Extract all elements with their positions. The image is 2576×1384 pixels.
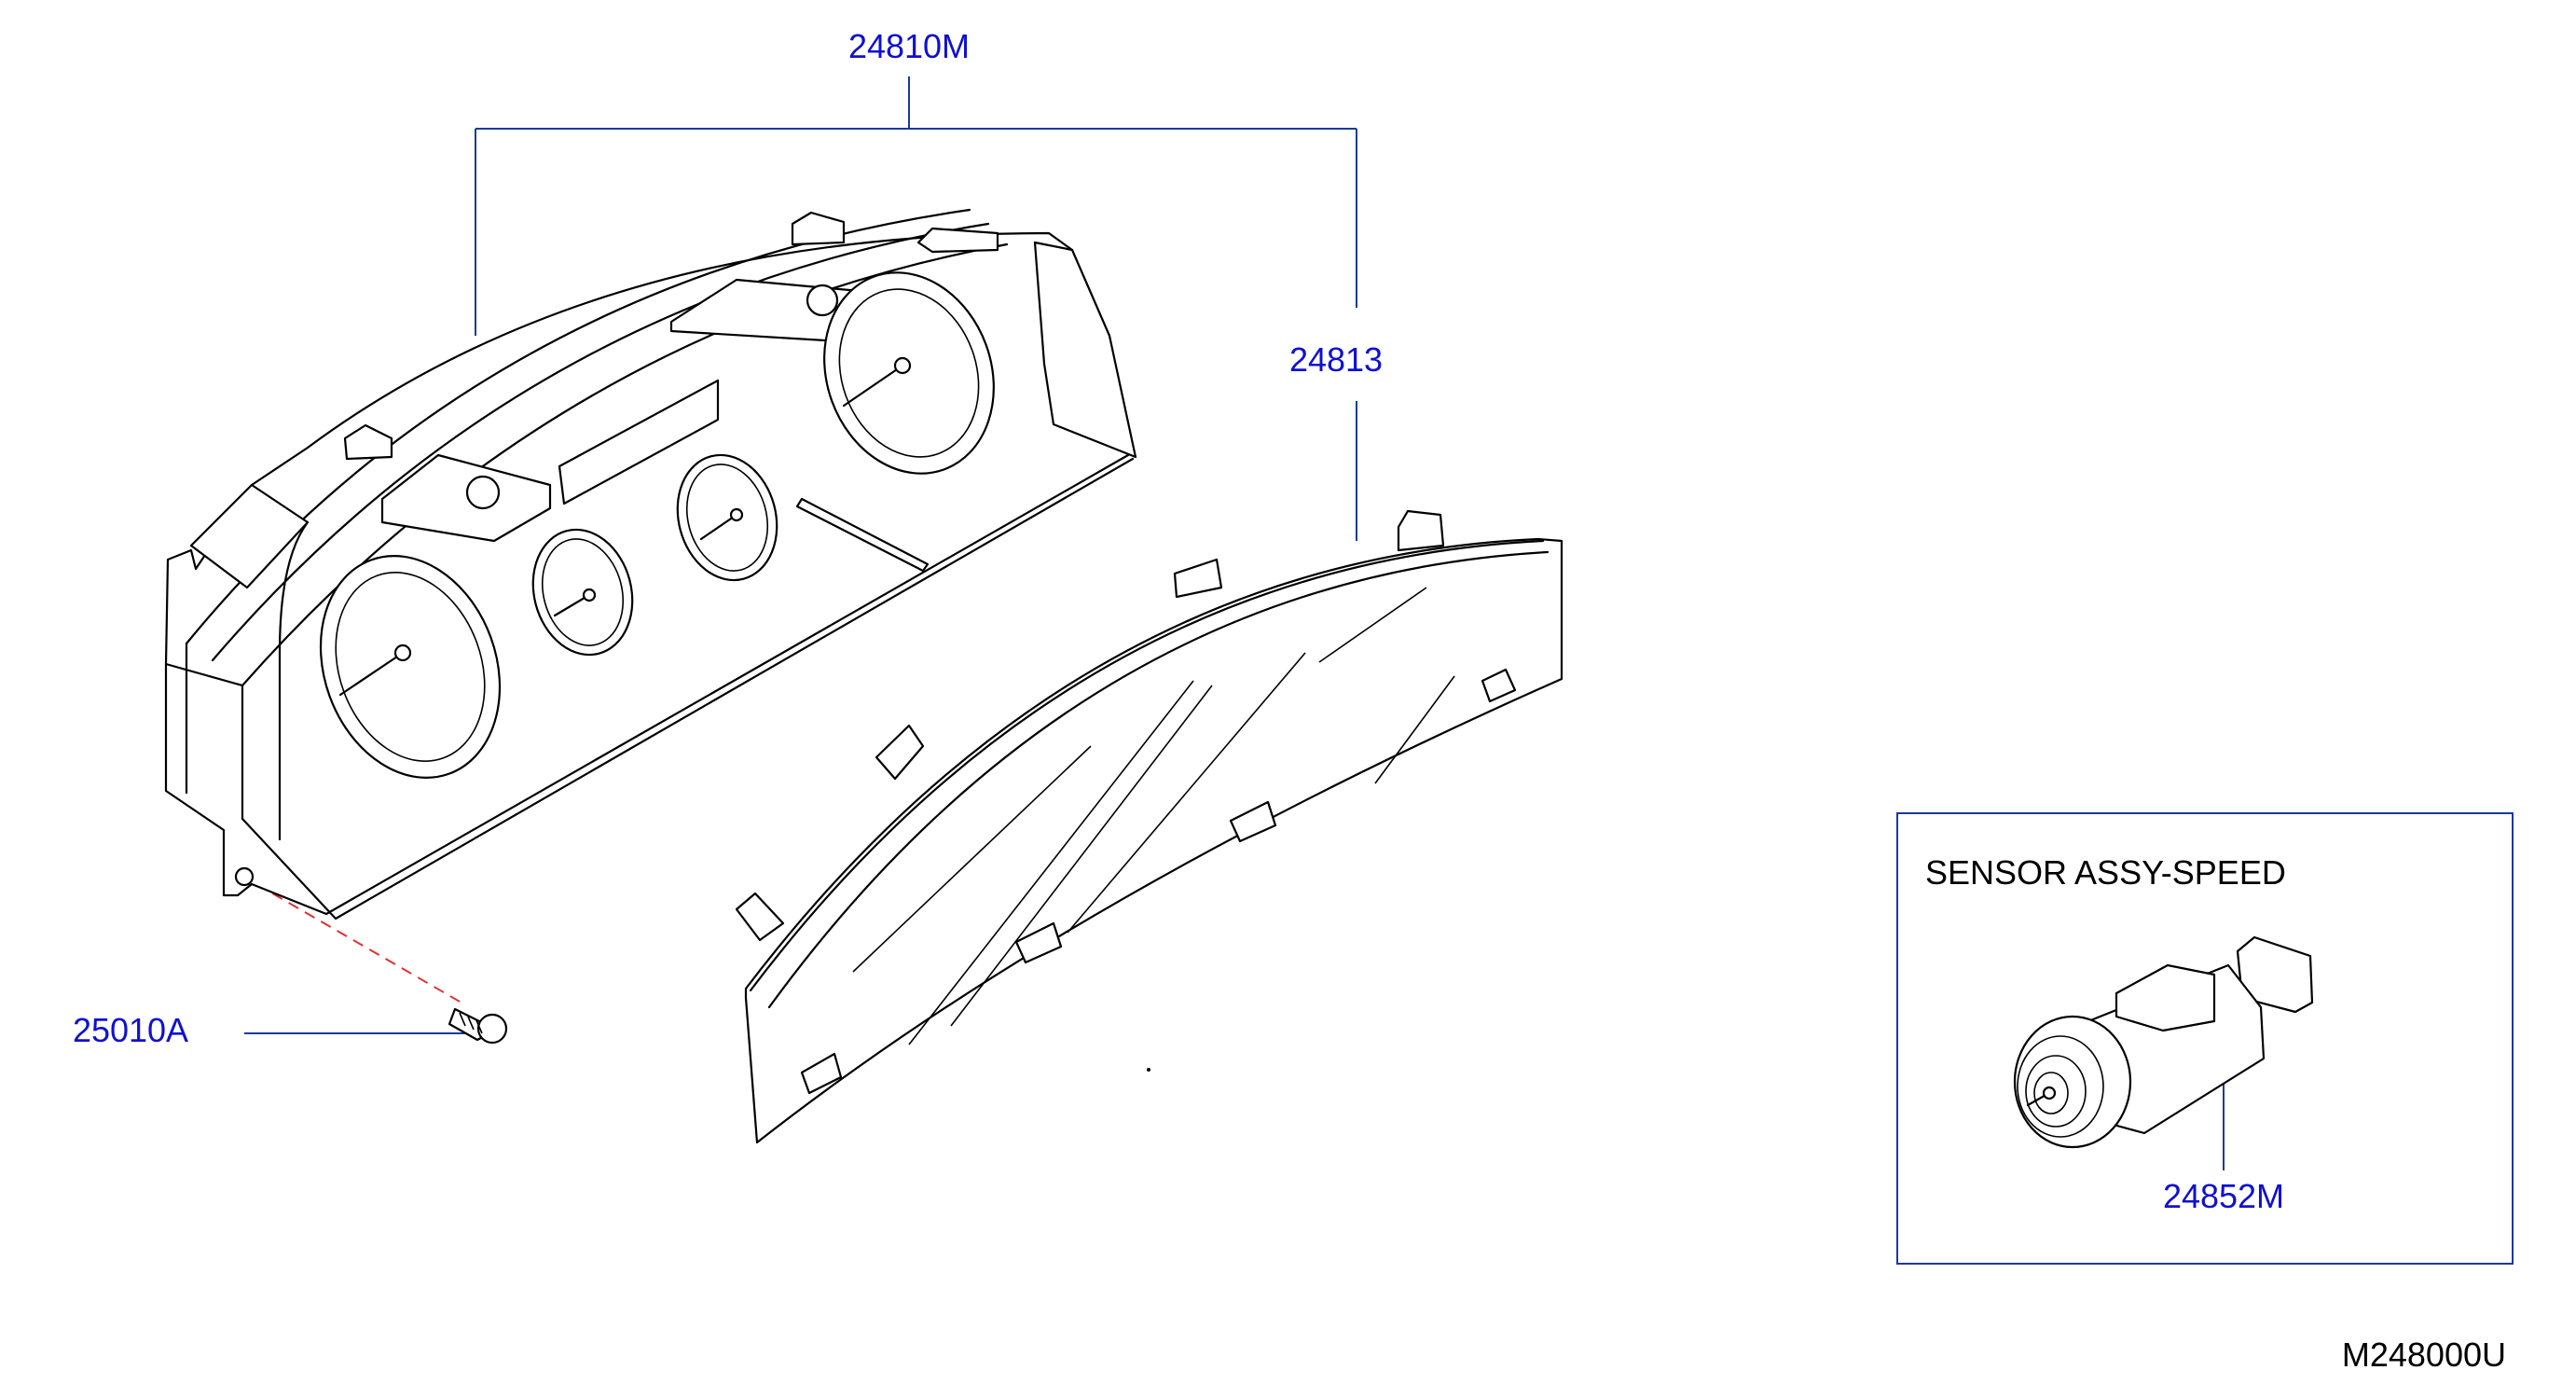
marker-dot (1147, 1068, 1150, 1072)
sensor-inset: SENSOR ASSY-SPEED (1896, 812, 2514, 1265)
diagram-code: M248000U (2342, 1336, 2506, 1374)
callout-cluster[interactable]: 24810M (848, 27, 970, 65)
speed-sensor (2013, 935, 2314, 1149)
screw (448, 1007, 508, 1045)
callout-lens[interactable]: 24813 (1289, 340, 1383, 379)
lens-cover (735, 509, 1564, 1144)
inset-title: SENSOR ASSY-SPEED (1925, 853, 2286, 892)
callout-sensor[interactable]: 24852M (2163, 1177, 2284, 1215)
leader-lines (244, 76, 2225, 1170)
callout-screw[interactable]: 25010A (73, 1011, 188, 1049)
inset-frame (1896, 812, 2514, 1265)
instrument-cluster (164, 208, 1137, 920)
